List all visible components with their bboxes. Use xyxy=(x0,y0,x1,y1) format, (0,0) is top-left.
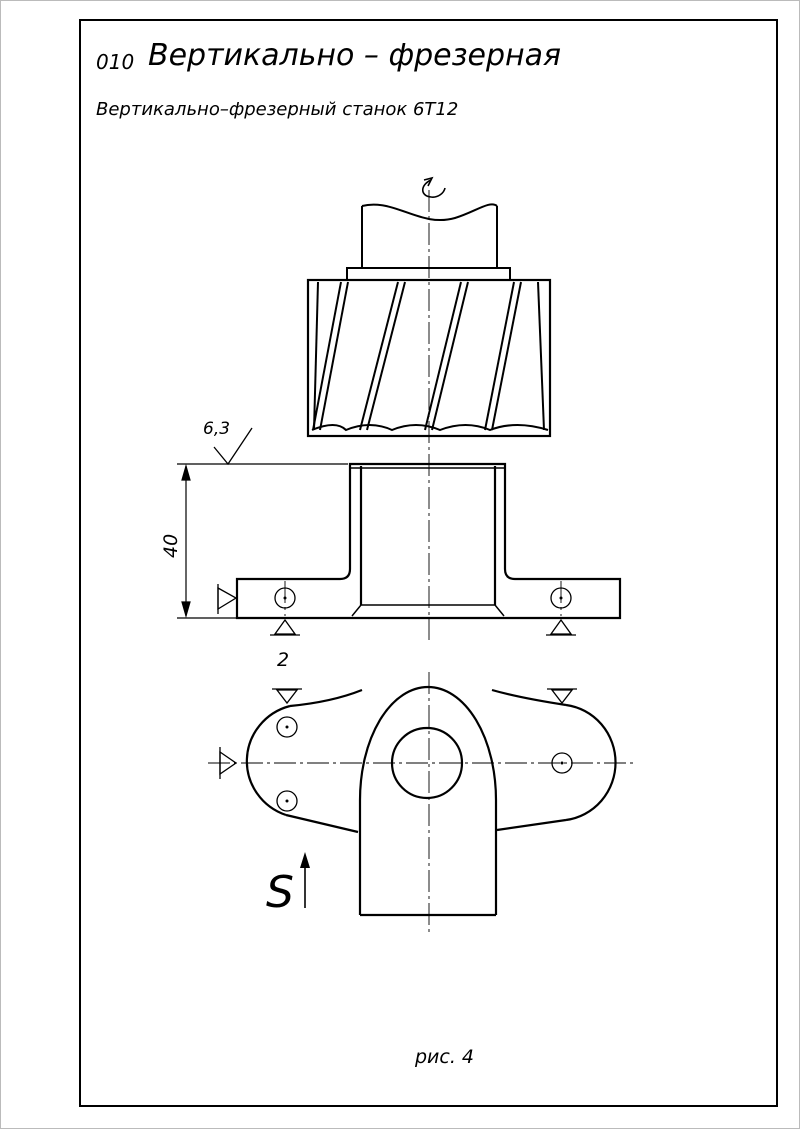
dimension-40 xyxy=(177,463,348,619)
rotation-arrow-icon xyxy=(421,179,446,198)
dimension-label: 40 xyxy=(160,534,182,558)
center-lines xyxy=(208,190,636,935)
milling-cutter xyxy=(306,278,552,438)
feed-arrow-icon xyxy=(300,852,310,908)
spindle xyxy=(346,203,511,281)
datum-label: 2 xyxy=(277,649,289,671)
support-symbols-top xyxy=(219,688,577,779)
roughness-label: 6,3 xyxy=(203,419,230,439)
feed-label: S xyxy=(266,867,294,918)
machine-name: Вертикально–фрезерный станок 6Т12 xyxy=(96,99,459,120)
drawing-frame xyxy=(79,19,778,1107)
figure-caption: рис. 4 xyxy=(415,1046,475,1068)
part-top-view xyxy=(245,685,617,917)
operation-title: Вертикально – фрезерная xyxy=(148,38,562,73)
support-symbols-front xyxy=(217,584,576,636)
roughness-icon xyxy=(213,427,253,466)
operation-number: 010 xyxy=(96,50,135,74)
part-front-view xyxy=(235,462,622,620)
